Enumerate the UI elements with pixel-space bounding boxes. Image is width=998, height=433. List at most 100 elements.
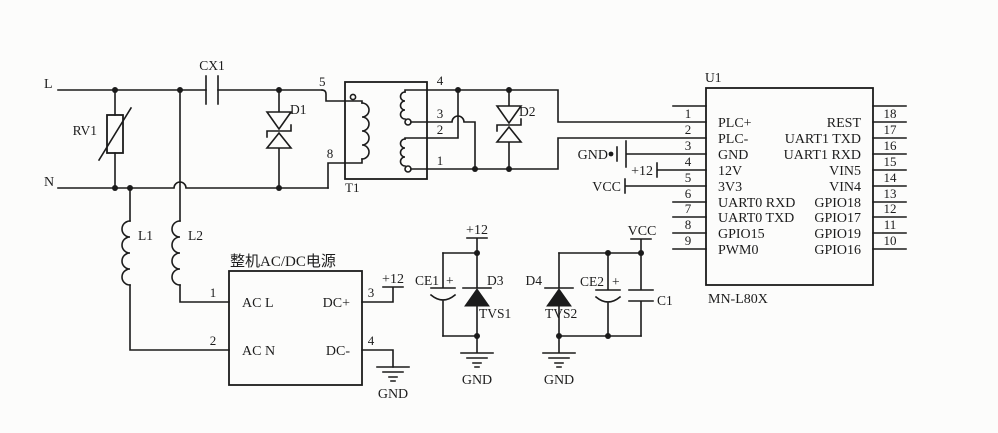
u1-pin3-gnd-terminal [616,140,707,168]
t1-sec1-phase-dot [404,118,412,126]
tvs2-label: TVS2 [545,306,577,321]
d2-label: D2 [519,104,536,119]
acdc-title: 整机AC/DC电源 [230,253,336,270]
capacitor-cx1: CX1 [199,58,225,105]
l2-label: L2 [188,228,203,243]
u1-pin4-12v-label: +12 [631,164,653,179]
t1-pin4-number: 4 [437,73,444,88]
u1-pin3-name: GND [718,148,748,163]
rail12-label: +12 [466,223,488,238]
u1-pin4-num: 4 [685,154,692,169]
u1-pin14-num: 14 [884,170,898,185]
tvs2-ground-icon [542,335,576,368]
u1-pin7-num: 7 [685,201,692,216]
u1-gnd-symbol-dot [608,151,614,157]
u1-pin14-name: VIN4 [829,180,861,195]
acdc-gnd-label: GND [378,387,408,402]
t1-primary-phase-dot [349,93,357,101]
cx1-label: CX1 [199,58,225,73]
cx1-plates [205,75,219,105]
u1-pin18-name: REST [827,116,862,131]
c1-label: C1 [657,293,673,308]
acdc-pin2-name: AC N [242,344,275,359]
rail-vcc-cluster: VCC D4 TVS2 CE2 + C1 GND [526,224,673,388]
u1-pin3-num: 3 [685,138,692,153]
u1-pin3-gnd-label: GND [578,148,608,163]
tvs1-gnd-label: GND [462,373,492,388]
ce2-bottom [594,295,622,337]
t1-sec1-top-link [404,89,428,93]
railvcc-rails [558,238,652,337]
l2-coil [171,220,181,286]
ce1-polarity: + [446,273,454,288]
l2-leads [179,89,230,303]
l1-coil [121,220,131,286]
u1-pin18-num: 18 [884,106,897,121]
u1-pin12-name: GPIO17 [814,211,861,226]
l1-leads [129,187,230,351]
l1-label: L1 [138,228,153,243]
u1-pin11-num: 11 [884,217,897,232]
u1-pin5-num: 5 [685,170,692,185]
t1-pin8-number: 8 [327,146,334,161]
d4-leads [544,252,574,337]
ce1-top [430,252,456,289]
u1-pin6-name: UART0 RXD [718,196,795,211]
live-line-label: L [44,77,53,92]
t1-pin1-number: 1 [437,153,444,168]
tvs2-gnd-label: GND [544,373,574,388]
t1-pin5-number: 5 [319,74,326,89]
u1-pin17-num: 17 [884,122,898,137]
rv1-body [106,114,124,154]
u1-left-stubs [672,201,707,250]
d4-label: D4 [526,273,543,288]
plc-plus-wire [426,89,707,123]
u1-pin10-name: GPIO16 [814,243,861,258]
d2-triangle-top [495,105,523,125]
u1-pin5-name: 3V3 [718,180,742,195]
u1-pin13-num: 13 [884,186,897,201]
acdc-pin4-name: DC- [326,344,350,359]
u1-right-stubs [872,105,907,250]
u1-pin8-name: GPIO15 [718,227,765,242]
u1-pin5-vcc-terminal [624,178,707,194]
ce2-polarity: + [612,274,620,289]
u1-pin16-num: 16 [884,138,898,153]
d2-bar [496,118,522,132]
acdc-pin1-number: 1 [210,285,217,300]
rv1-diagonal [97,106,133,162]
u1-ref: U1 [705,70,722,85]
u1-pin10-num: 10 [884,233,897,248]
ce2-top [595,252,621,291]
u1-pin15-name: VIN5 [829,164,861,179]
t1-pin2-number: 2 [437,122,444,137]
acdc-pin4-number: 4 [368,333,375,348]
u1-pin2-num: 2 [685,122,692,137]
d1-bar [266,124,292,138]
u1-pin2-name: PLC- [718,132,749,147]
u1-pin15-num: 15 [884,154,897,169]
u1-chip: U1 MN-L80X GND +12 VCC 1 2 3 4 5 6 7 8 9… [578,70,907,307]
neutral-line-label: N [44,175,54,190]
u1-pin6-num: 6 [685,186,692,201]
d1-label: D1 [290,102,307,117]
u1-pin16-name: UART1 RXD [784,148,861,163]
t1-sec2-top-link [404,137,428,140]
t1-sec1-coil [399,91,406,120]
u1-pin17-name: UART1 TXD [785,132,861,147]
plc-coupling-wiring [426,87,707,172]
u1-pin4-name: 12V [718,164,742,179]
transformer-t1: 5 8 T1 4 3 2 1 [319,73,444,195]
acdc-body [228,270,363,386]
emi-chokes: L1 L2 [121,89,230,351]
acdc-gnd-lead [361,349,394,368]
t1-body [344,81,428,180]
t1-pin8-wire [327,162,346,189]
acdc-module: 整机AC/DC电源 1 2 AC L AC N DC+ DC- 3 +12 4 … [210,253,410,402]
d4-triangle [546,288,572,307]
c1-body [628,252,654,337]
u1-pin7-name: UART0 TXD [718,211,794,226]
d3-triangle [464,288,490,307]
rail-12v-cluster: +12 CE1 + D3 TVS1 GND [415,223,511,388]
